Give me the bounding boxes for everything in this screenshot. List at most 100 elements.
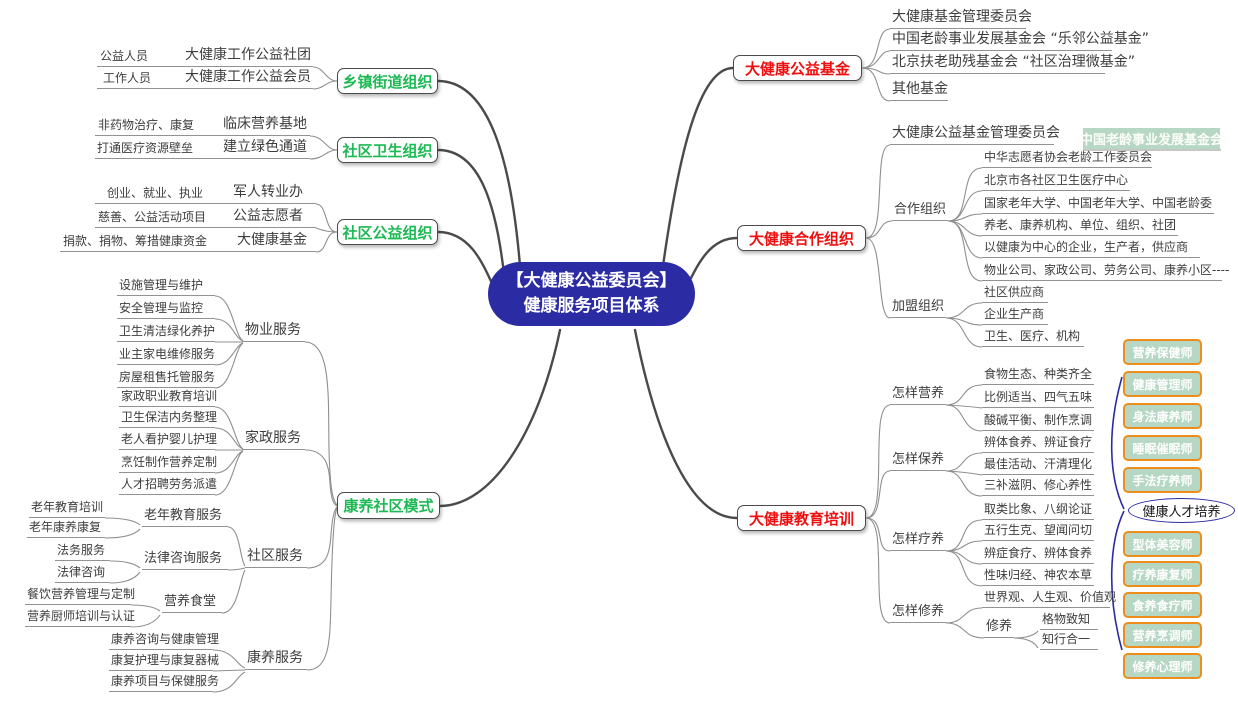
- edu-maintain-label[interactable]: 怎样保养: [890, 451, 946, 471]
- topic-label[interactable]: 慈善、公益活动项目: [98, 210, 207, 224]
- edu-cultivate-sub-item[interactable]: 格物致知: [1040, 612, 1098, 630]
- topic-label[interactable]: 大健康工作公益会员: [185, 69, 311, 85]
- topic-label[interactable]: 建立绿色通道: [223, 139, 307, 155]
- branch-cooperation[interactable]: 大健康合作组织: [737, 225, 866, 251]
- branch-community-charity[interactable]: 社区公益组织: [337, 219, 438, 245]
- partner-item[interactable]: 国家老年大学、中国老年大学、中国老龄委: [982, 196, 1214, 214]
- talent-tag[interactable]: 睡眠催眠师: [1123, 435, 1202, 461]
- partner-item[interactable]: 物业公司、家政公司、劳务公司、康养小区----: [982, 263, 1229, 281]
- edu-nutrition-item[interactable]: 比例适当、四气五味: [982, 390, 1094, 408]
- topic-label[interactable]: 工作人员: [103, 71, 152, 85]
- edu-recuperate-label[interactable]: 怎样疗养: [890, 531, 946, 551]
- topic-label[interactable]: 非药物治疗、康复: [98, 118, 195, 132]
- wellness-item[interactable]: 康养咨询与健康管理: [109, 632, 219, 650]
- health-row: 打通医疗资源壁垒 建立绿色通道: [95, 137, 310, 159]
- canteen-item[interactable]: 餐饮营养管理与定制: [25, 587, 135, 605]
- branch-community-health[interactable]: 社区卫生组织: [337, 137, 438, 163]
- edu-recuperate-item[interactable]: 性味归经、神农本草: [982, 568, 1094, 586]
- elder-edu-item[interactable]: 老年教育培训: [29, 500, 105, 518]
- franchise-label[interactable]: 加盟组织: [890, 298, 946, 318]
- township-row: 工作人员 大健康工作公益会员: [97, 67, 313, 89]
- edu-recuperate-item[interactable]: 五行生克、望闻问切: [982, 523, 1094, 541]
- topic-label[interactable]: 公益志愿者: [233, 208, 303, 224]
- coop-committee-tag[interactable]: 中国老龄事业发展基金会: [1080, 128, 1223, 149]
- edu-recuperate-item[interactable]: 取类比象、八纲论证: [982, 502, 1094, 520]
- topic-label[interactable]: 临床营养基地: [223, 116, 307, 132]
- canteen-item[interactable]: 营养厨师培训与认证: [25, 609, 135, 627]
- property-item[interactable]: 设施管理与维护: [117, 278, 215, 296]
- edu-nutrition-item[interactable]: 食物生态、种类齐全: [982, 367, 1094, 385]
- property-item[interactable]: 业主家电维修服务: [117, 347, 215, 365]
- fund-item[interactable]: 大健康基金管理委员会: [890, 8, 1032, 29]
- edu-cultivate-sub-item[interactable]: 知行合一: [1040, 632, 1098, 650]
- edu-cultivate-item[interactable]: 世界观、人生观、价值观: [982, 590, 1116, 608]
- topic-label[interactable]: 捐款、捐物、筹措健康资金: [63, 234, 208, 248]
- branch-township[interactable]: 乡镇街道组织: [337, 68, 438, 94]
- edu-maintain-item[interactable]: 辨体食养、辨证食疗: [982, 435, 1094, 453]
- topic-label[interactable]: 打通医疗资源壁垒: [97, 141, 194, 155]
- fund-item[interactable]: 北京扶老助残基金会 “社区治理微基金”: [890, 53, 1135, 74]
- canteen-label[interactable]: 营养食堂: [162, 593, 222, 613]
- legal-item[interactable]: 法务服务: [55, 543, 110, 561]
- branch-wellness-community-model[interactable]: 康养社区模式: [337, 492, 440, 519]
- talent-tag[interactable]: 营养烹调师: [1123, 622, 1202, 648]
- central-topic-line2: 健康服务项目体系: [523, 296, 660, 316]
- housekeeping-item[interactable]: 人才招聘劳务派遣: [119, 477, 217, 495]
- talent-tag[interactable]: 身法康养师: [1123, 403, 1202, 429]
- talent-brace: [1110, 376, 1125, 651]
- topic-label[interactable]: 创业、就业、执业: [107, 186, 204, 200]
- talent-tag[interactable]: 疗养康复师: [1123, 561, 1202, 587]
- topic-label[interactable]: 大健康基金: [237, 232, 307, 248]
- housekeeping-item[interactable]: 家政职业教育培训: [119, 389, 217, 407]
- franchise-item[interactable]: 卫生、医疗、机构: [982, 329, 1084, 347]
- talent-tag[interactable]: 健康管理师: [1123, 371, 1202, 397]
- housekeeping-item[interactable]: 老人看护婴儿护理: [119, 432, 217, 450]
- charity-row: 创业、就业、执业 军人转业办: [95, 182, 316, 204]
- central-topic[interactable]: 【大健康公益委员会】 健康服务项目体系: [488, 262, 695, 326]
- legal-item[interactable]: 法律咨询: [55, 565, 110, 583]
- talent-tag[interactable]: 营养保健师: [1123, 339, 1202, 365]
- coop-committee[interactable]: 大健康公益基金管理委员会: [890, 124, 1060, 145]
- legal-service-label[interactable]: 法律咨询服务: [142, 550, 228, 570]
- edu-maintain-item[interactable]: 三补滋阴、修心养性: [982, 478, 1094, 496]
- property-item[interactable]: 卫生清洁绿化养护: [117, 324, 215, 342]
- talent-ellipse[interactable]: 健康人才培养: [1128, 498, 1235, 523]
- edu-nutrition-item[interactable]: 酸碱平衡、制作烹调: [982, 413, 1094, 431]
- talent-tag[interactable]: 型体美容师: [1123, 531, 1202, 557]
- talent-tag[interactable]: 食养食疗师: [1123, 592, 1202, 618]
- franchise-item[interactable]: 社区供应商: [982, 285, 1048, 303]
- elder-edu-item[interactable]: 老年康养康复: [27, 520, 105, 538]
- talent-tag[interactable]: 修养心理师: [1123, 653, 1202, 679]
- talent-tag[interactable]: 手法疗养师: [1123, 467, 1202, 493]
- edu-cultivate-sub-label[interactable]: 修养: [984, 618, 1014, 638]
- partner-item[interactable]: 北京市各社区卫生医疗中心: [982, 173, 1130, 191]
- community-service-label[interactable]: 社区服务: [245, 547, 307, 568]
- edu-recuperate-item[interactable]: 辨症食疗、辨体食养: [982, 546, 1094, 564]
- partner-item[interactable]: 养老、康养机构、单位、组织、社团: [982, 218, 1178, 236]
- fund-item[interactable]: 其他基金: [890, 80, 948, 101]
- property-item[interactable]: 房屋租售托管服务: [117, 370, 215, 388]
- fund-item[interactable]: 中国老龄事业发展基金会 “乐邻公益基金”: [890, 30, 1149, 51]
- partner-item[interactable]: 中华志愿者协会老龄工作委员会: [982, 150, 1152, 168]
- branch-education-training[interactable]: 大健康教育培训: [737, 505, 866, 531]
- topic-label[interactable]: 军人转业办: [233, 184, 303, 200]
- edu-maintain-item[interactable]: 最佳活动、汗清理化: [982, 457, 1094, 475]
- elder-edu-label[interactable]: 老年教育服务: [142, 507, 228, 527]
- housekeeping-service-label[interactable]: 家政服务: [243, 429, 305, 450]
- topic-label[interactable]: 公益人员: [100, 49, 149, 63]
- wellness-item[interactable]: 康复护理与康复器械: [109, 653, 219, 671]
- partners-label[interactable]: 合作组织: [892, 201, 948, 221]
- wellness-service-label[interactable]: 康养服务: [245, 649, 307, 670]
- housekeeping-item[interactable]: 烹饪制作营养定制: [119, 455, 217, 473]
- property-item[interactable]: 安全管理与监控: [117, 301, 215, 319]
- wellness-item[interactable]: 康养项目与保健服务: [109, 674, 219, 692]
- housekeeping-item[interactable]: 卫生保洁内务整理: [119, 410, 217, 428]
- franchise-item[interactable]: 企业生产商: [982, 307, 1048, 325]
- branch-public-fund[interactable]: 大健康公益基金: [733, 55, 862, 81]
- partner-item[interactable]: 以健康为中心的企业，生产者，供应商: [982, 240, 1200, 258]
- property-service-label[interactable]: 物业服务: [243, 321, 305, 342]
- edu-cultivate-label[interactable]: 怎样修养: [890, 603, 946, 623]
- edu-nutrition-label[interactable]: 怎样营养: [890, 385, 946, 405]
- topic-label[interactable]: 大健康工作公益社团: [185, 47, 311, 63]
